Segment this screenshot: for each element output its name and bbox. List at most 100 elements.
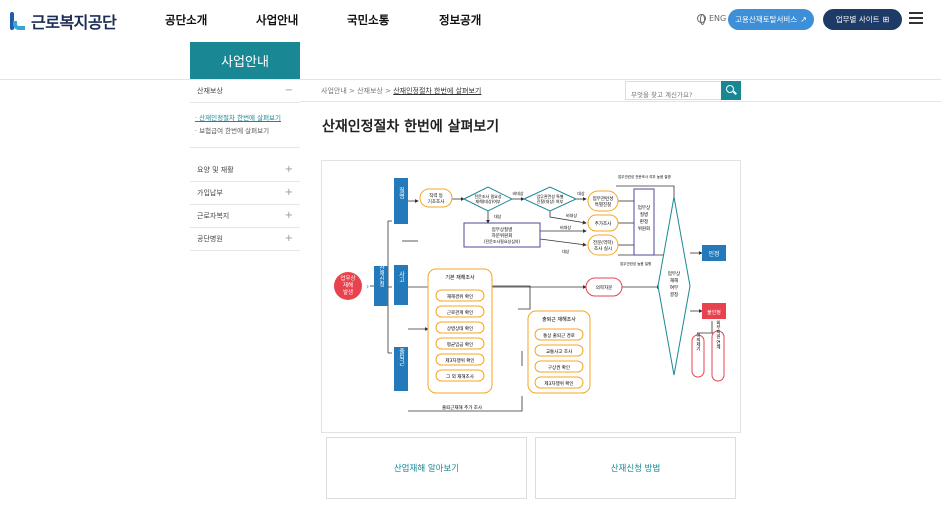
basic-check-box [419,188,453,208]
svg-text:위원회: 위원회 [638,225,650,232]
how-to-apply-card[interactable]: 산재신청 방법 [535,437,736,499]
category-commute-box [394,347,408,391]
site-header: 근로복지공단 공단소개 사업안내 국민소통 정보공개 ENG 고용산재토탈서비스… [0,0,941,42]
work-site-button[interactable]: 업무별 사이트 ⊞ [823,9,902,30]
sidebar-item-label: 가입납부 [197,189,223,197]
category-disease-box [394,178,408,224]
svg-text:대상: 대상 [577,190,585,196]
logo-text: 근로복지공단 [31,13,117,32]
svg-text:기초조사: 기초조사 [428,198,445,205]
svg-text:비대상: 비대상 [566,212,577,218]
search-input[interactable] [626,86,722,104]
svg-text:의학자문: 의학자문 [596,284,613,291]
svg-text:이의제기: 이의제기 [696,332,701,353]
svg-text:비대상: 비대상 [512,190,523,196]
globe-icon [697,14,706,25]
svg-text:제3자행위 확인: 제3자행위 확인 [445,357,474,364]
chevron-right-icon: › [366,282,369,291]
svg-text:대상: 대상 [494,213,502,219]
svg-text:업무관련성: 업무관련성 [593,195,614,202]
svg-text:불인정: 불인정 [707,309,721,316]
nav-item-about[interactable]: 공단소개 [165,13,208,27]
divider [300,101,941,102]
svg-text:기본 재해조사: 기본 재해조사 [445,274,475,281]
work-site-label: 업무별 사이트 [835,15,880,24]
site-logo[interactable]: 근로복지공단 [8,9,117,33]
svg-text:직력 등: 직력 등 [429,192,443,199]
svg-text:재해: 재해 [343,281,353,289]
lang-label: ENG [709,14,727,23]
search-icon[interactable] [721,81,741,100]
flowchart-svg: 업무상 재해 발생 › 산재신청 질병 사고 출퇴근 직력 등 기초조사 전문조… [334,174,726,412]
svg-text:업무상: 업무상 [340,274,355,282]
sidebar-submenu: · 산재인정절차 한번에 살펴보기 · 보험급여 한번에 살펴보기 [190,103,300,148]
sidebar-item-welfare[interactable]: 근로자복지 + [190,205,300,228]
sidebar-item-hospital[interactable]: 공단병원 + [190,228,300,251]
svg-text:재해: 재해 [670,277,678,284]
svg-text:업무상질병: 업무상질병 [492,226,513,233]
plus-icon: + [284,233,293,244]
external-link-icon: ↗ [800,15,807,24]
svg-text:조사 실시: 조사 실시 [594,245,612,252]
sidebar-subitem-process[interactable]: · 산재인정절차 한번에 살펴보기 [195,114,282,122]
committee-box [463,222,541,248]
nav-item-communication[interactable]: 국민소통 [347,13,390,27]
learn-industrial-accident-card[interactable]: 산업재해 알아보기 [326,437,527,499]
breadcrumb-level1[interactable]: 사업안내 [321,87,347,95]
sidebar-subitem-benefits[interactable]: · 보험급여 한번에 살펴보기 [195,127,270,135]
rejected-box [702,303,726,319]
svg-text:전문(역학): 전문(역학) [593,239,613,246]
svg-text:출퇴근: 출퇴근 [398,347,405,366]
apply-box [374,266,388,306]
svg-text:결정: 결정 [670,291,678,298]
total-service-label: 고용산재토탈서비스 [735,15,798,24]
svg-text:추가조사: 추가조사 [595,220,612,227]
svg-text:인정: 인정 [708,251,719,258]
external-support-box [711,330,725,382]
svg-text:상병상태 확인: 상병상태 확인 [447,325,473,332]
svg-text:전문조사 필요성: 전문조사 필요성 [474,193,501,199]
svg-text:재해(대상)여부: 재해(대상)여부 [475,198,501,204]
svg-text:출퇴근재해 추가 조사: 출퇴근재해 추가 조사 [442,404,483,411]
svg-text:업무관련성 특별: 업무관련성 특별 [536,193,563,199]
svg-text:업무상: 업무상 [638,204,650,211]
page-title: 산재인정절차 한번에 살펴보기 [322,119,500,135]
nav-item-disclosure[interactable]: 정보공개 [439,13,482,27]
total-service-button[interactable]: 고용산재토탈서비스 ↗ [728,9,814,30]
logo-mark-icon [8,11,26,31]
sidebar-item-label: 요양 및 재활 [197,166,234,174]
nav-item-business[interactable]: 사업안내 [256,13,299,27]
svg-text:업무상: 업무상 [668,270,680,277]
epidemiology-box [587,234,619,256]
svg-text:출퇴근 재해조사: 출퇴근 재해조사 [542,316,576,323]
svg-text:산재신청: 산재신청 [378,264,385,288]
search-box [625,81,741,104]
svg-text:판정: 판정 [640,218,648,225]
section-title: 사업안내 [221,55,269,70]
grid-icon: ⊞ [882,15,890,24]
plus-icon: + [284,164,293,175]
sidebar-item-label: 산재보상 [197,87,223,95]
svg-text:업무관련성 높음 질병: 업무관련성 높음 질병 [620,261,651,266]
start-circle [334,272,362,300]
svg-text:그 외 재해조사: 그 외 재해조사 [446,373,475,380]
lang-switch[interactable]: ENG [697,14,727,25]
sidebar-subitem-label: 산재인정절차 한번에 살펴보기 [199,114,282,122]
sidebar-menu: 산재보상 − · 산재인정절차 한번에 살펴보기 · 보험급여 한번에 살펴보기… [190,80,300,251]
breadcrumb-level2[interactable]: 산재보상 [357,87,383,95]
med-consult-box [585,277,623,297]
sidebar-item-label: 공단병원 [197,235,223,243]
card-label: 산재신청 방법 [610,464,661,474]
svg-text:재해경위 확인: 재해경위 확인 [447,293,473,300]
sidebar-item-compensation[interactable]: 산재보상 − [190,80,300,103]
sidebar-item-rehab[interactable]: 요양 및 재활 + [190,159,300,182]
svg-text:사고: 사고 [398,270,405,283]
hamburger-menu-icon[interactable] [909,12,923,24]
svg-text:발생: 발생 [343,288,353,296]
plus-icon: + [284,210,293,221]
special-diamond [522,186,578,212]
sidebar-item-payment[interactable]: 가입납부 + [190,182,300,205]
extra-check-box [587,214,619,232]
special-exam-box [587,190,619,212]
svg-text:교통사고 조사: 교통사고 조사 [546,348,573,355]
